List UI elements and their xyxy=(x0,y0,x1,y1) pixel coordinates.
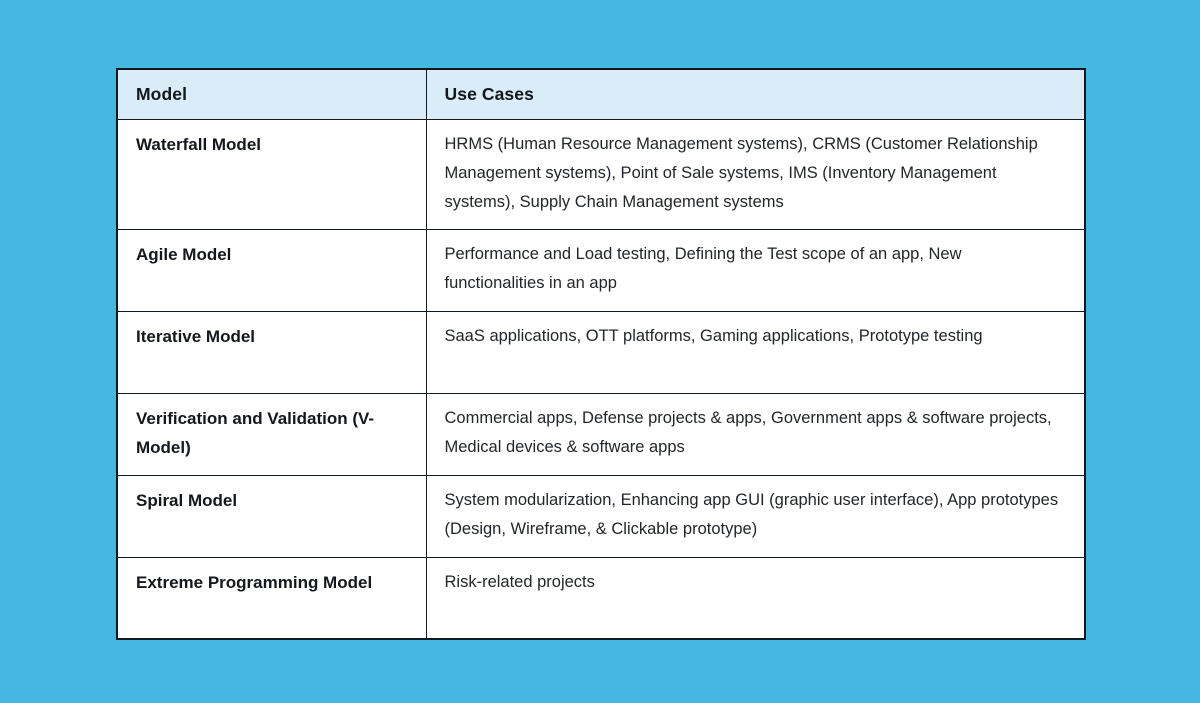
table-row-agile: Agile Model Performance and Load testing… xyxy=(116,228,1086,312)
sdlc-models-use-cases-table: Model Use Cases Waterfall Model HRMS (Hu… xyxy=(116,68,1086,640)
table-row-extreme-programming: Extreme Programming Model Risk-related p… xyxy=(116,556,1086,640)
model-name-spiral: Spiral Model xyxy=(116,474,427,558)
table-row-iterative: Iterative Model SaaS applications, OTT p… xyxy=(116,310,1086,394)
use-cases-extreme-programming: Risk-related projects xyxy=(425,556,1086,640)
model-name-agile: Agile Model xyxy=(116,228,427,312)
table-row-v-model: Verification and Validation (V-Model) Co… xyxy=(116,392,1086,476)
models-table-container: Model Use Cases Waterfall Model HRMS (Hu… xyxy=(116,68,1086,640)
table-row-spiral: Spiral Model System modularization, Enha… xyxy=(116,474,1086,558)
model-name-extreme-programming: Extreme Programming Model xyxy=(116,556,427,640)
column-header-model: Model xyxy=(116,68,427,120)
use-cases-v-model: Commercial apps, Defense projects & apps… xyxy=(425,392,1086,476)
model-name-waterfall: Waterfall Model xyxy=(116,118,427,230)
use-cases-waterfall: HRMS (Human Resource Management systems)… xyxy=(425,118,1086,230)
model-name-v-model: Verification and Validation (V-Model) xyxy=(116,392,427,476)
model-name-iterative: Iterative Model xyxy=(116,310,427,394)
column-header-use-cases: Use Cases xyxy=(425,68,1086,120)
use-cases-iterative: SaaS applications, OTT platforms, Gaming… xyxy=(425,310,1086,394)
use-cases-spiral: System modularization, Enhancing app GUI… xyxy=(425,474,1086,558)
table-row-waterfall: Waterfall Model HRMS (Human Resource Man… xyxy=(116,118,1086,230)
use-cases-agile: Performance and Load testing, Defining t… xyxy=(425,228,1086,312)
table-header-row: Model Use Cases xyxy=(116,68,1086,120)
